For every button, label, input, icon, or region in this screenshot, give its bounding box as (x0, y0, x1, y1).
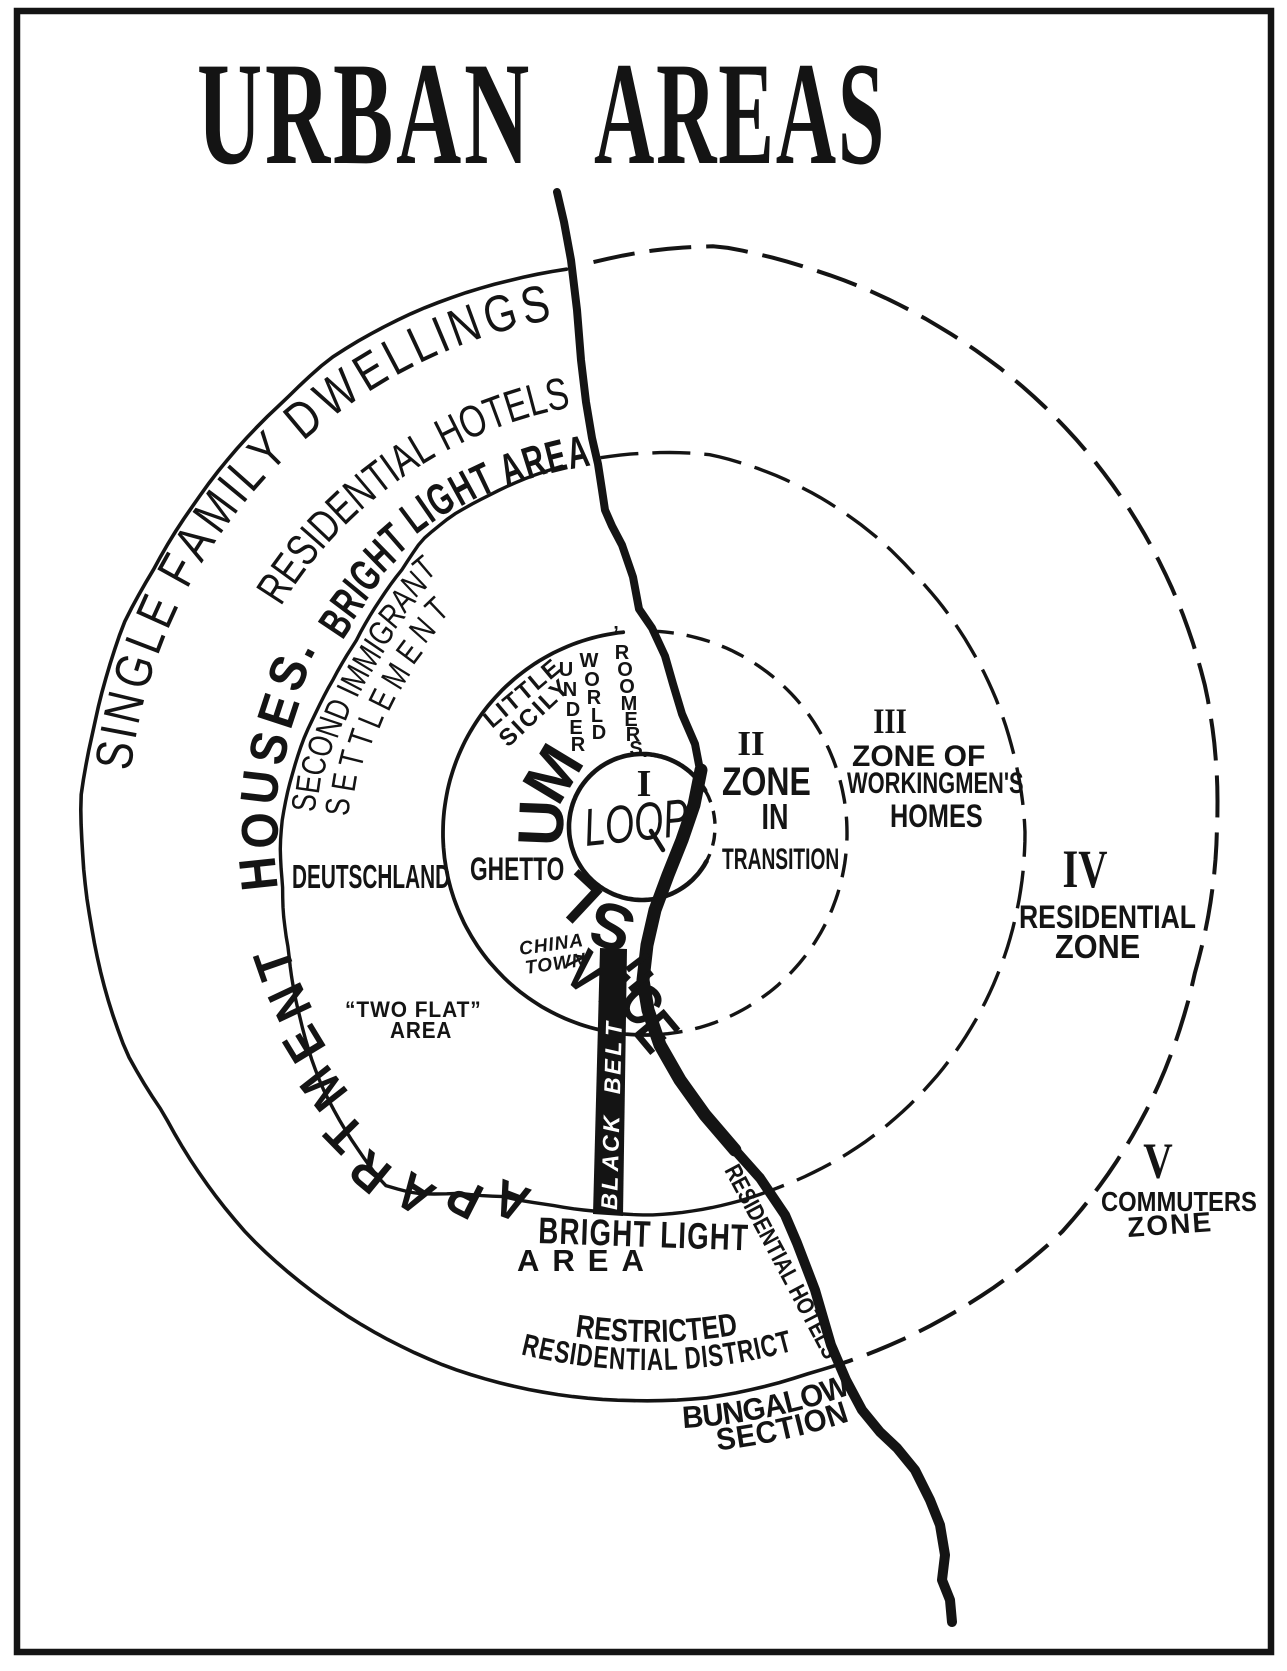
svg-text:I: I (700, 1339, 710, 1374)
svg-text:N: N (563, 679, 577, 701)
svg-text:S: S (706, 1338, 725, 1374)
svg-text:R: R (643, 1314, 662, 1349)
svg-text:T: T (721, 1335, 740, 1371)
svg-text:E: E (592, 1311, 612, 1348)
svg-text:S: S (629, 738, 642, 760)
svg-text:COMMUTERS: COMMUTERS (1101, 1185, 1257, 1217)
svg-text:T: T (625, 1342, 640, 1377)
svg-text:D: D (575, 1338, 595, 1374)
svg-text:T: T (627, 1314, 644, 1350)
svg-text:RESIDENTIAL: RESIDENTIAL (1019, 900, 1196, 936)
svg-text:O: O (619, 676, 635, 698)
svg-text:R: R (615, 642, 630, 664)
svg-text:ZONE: ZONE (722, 759, 811, 804)
svg-text:E: E (624, 709, 637, 731)
svg-text:URBAN: URBAN (197, 33, 532, 196)
svg-text:H: H (228, 854, 289, 894)
svg-text:’: ’ (613, 623, 619, 645)
svg-text:N: N (608, 1341, 626, 1376)
svg-text:IV: IV (1063, 839, 1108, 899)
svg-text:O: O (231, 812, 289, 849)
svg-text:E: E (289, 773, 329, 796)
svg-text:GHETTO: GHETTO (470, 851, 564, 887)
svg-text:O: O (617, 659, 633, 681)
svg-text:S: S (318, 796, 357, 817)
svg-text:W: W (580, 650, 599, 672)
svg-text:B: B (681, 1400, 705, 1435)
svg-text:ZONE: ZONE (1126, 1206, 1214, 1243)
svg-text:C: C (598, 1135, 624, 1153)
svg-text:R: R (574, 1309, 597, 1346)
svg-text:S: S (285, 792, 324, 813)
svg-text:M: M (621, 693, 638, 715)
svg-text:U: U (559, 659, 573, 681)
svg-text:L: L (600, 1041, 626, 1056)
svg-text:E: E (569, 717, 582, 739)
svg-text:K: K (598, 1114, 624, 1133)
svg-text:I: I (640, 1342, 647, 1377)
svg-text:.: . (642, 740, 648, 762)
svg-text:AREA: AREA (517, 1243, 657, 1278)
svg-text:A: A (647, 1342, 663, 1377)
svg-text:E: E (592, 1340, 610, 1376)
svg-text:I: I (568, 1336, 579, 1371)
svg-text:E: E (700, 1310, 721, 1347)
svg-text:B: B (599, 1077, 625, 1094)
svg-text:ZONE: ZONE (1055, 928, 1140, 965)
svg-text:IN: IN (762, 796, 789, 837)
svg-text:L: L (597, 1176, 623, 1191)
svg-text:E: E (536, 1331, 557, 1368)
svg-text:II: II (737, 724, 764, 763)
svg-text:III: III (873, 702, 907, 742)
svg-text:R: R (735, 1333, 757, 1370)
svg-text:U: U (230, 767, 291, 807)
svg-text:N: N (720, 1395, 746, 1432)
svg-text:AREAS: AREAS (594, 31, 886, 195)
svg-text:E: E (325, 770, 365, 794)
svg-text:B: B (596, 1193, 622, 1210)
svg-text:U: U (701, 1398, 726, 1434)
svg-text:D: D (683, 1340, 702, 1376)
svg-text:C: C (667, 1313, 687, 1349)
svg-text:DEUTSCHLAND: DEUTSCHLAND (292, 858, 450, 895)
svg-text:AREA: AREA (390, 1017, 452, 1043)
svg-text:S: S (552, 1334, 572, 1370)
svg-text:R: R (519, 1327, 542, 1364)
svg-text:A: A (597, 1154, 623, 1172)
svg-text:D: D (592, 722, 606, 744)
svg-text:C: C (757, 1328, 780, 1365)
svg-text:O: O (584, 669, 600, 691)
svg-text:L: L (591, 705, 603, 727)
svg-text:T: T (601, 1020, 627, 1037)
svg-text:BRIGHT LIGHT: BRIGHT LIGHT (538, 1209, 750, 1258)
svg-text:HOMES: HOMES (890, 799, 983, 835)
svg-text:D: D (566, 699, 580, 721)
svg-text:I: I (637, 763, 652, 805)
svg-text:T: T (685, 1312, 704, 1349)
svg-text:R: R (626, 724, 641, 746)
svg-text:R: R (571, 734, 586, 756)
svg-text:R: R (587, 687, 602, 709)
svg-text:LOOP: LOOP (581, 787, 692, 858)
svg-text:ZONE OF: ZONE OF (852, 740, 985, 773)
svg-text:E: E (600, 1058, 626, 1075)
svg-text:WORKINGMEN'S: WORKINGMEN'S (847, 766, 1024, 800)
svg-text:V: V (1143, 1133, 1172, 1189)
svg-text:S: S (610, 1313, 629, 1349)
svg-text:D: D (716, 1307, 740, 1345)
svg-text:L: L (663, 1342, 678, 1377)
svg-text:“TWO FLAT”: “TWO FLAT” (345, 998, 482, 1023)
svg-text:U: U (504, 798, 578, 847)
svg-text:TRANSITION: TRANSITION (722, 843, 839, 876)
svg-text:I: I (661, 1314, 669, 1350)
svg-text:S: S (714, 1422, 738, 1458)
